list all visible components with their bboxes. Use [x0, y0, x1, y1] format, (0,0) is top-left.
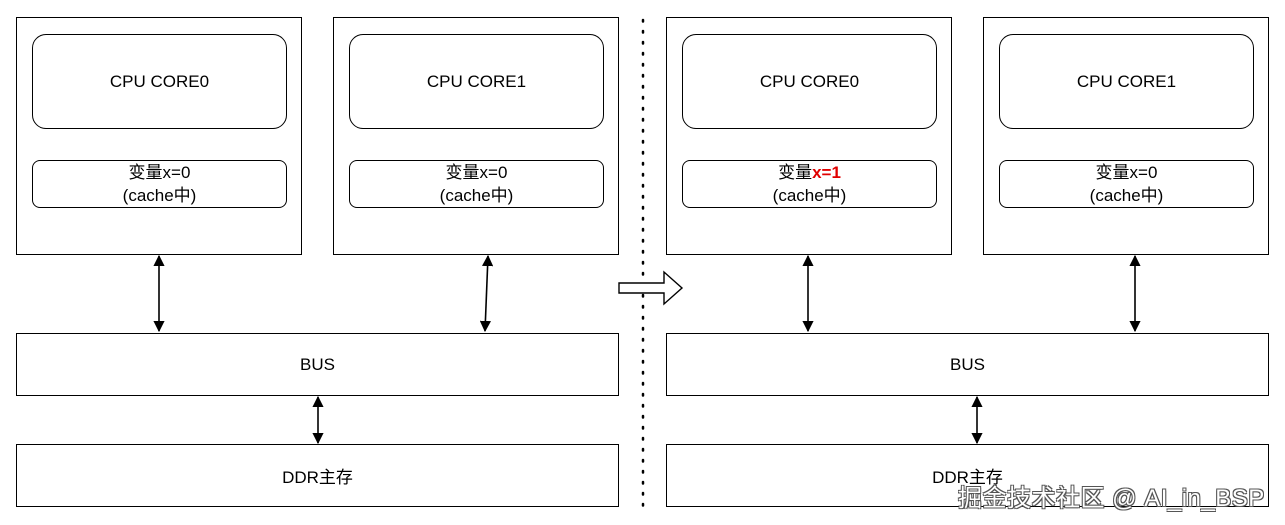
right-core0-cache: 变量x=1 (cache中) [682, 160, 937, 208]
left-ddr-label: DDR主存 [282, 468, 353, 487]
right-core0-cache-prefix: 变量 [778, 163, 813, 182]
left-cpu-core0: CPU CORE0 [32, 34, 287, 129]
left-core1-cache: 变量x=0 (cache中) [349, 160, 604, 208]
left-bus: BUS [16, 333, 619, 396]
left-core0-cache: 变量x=0 (cache中) [32, 160, 287, 208]
right-core0-cache-highlight: x=1 [812, 163, 841, 182]
left-bus-label: BUS [300, 354, 335, 374]
right-core0-cache-var: 变量x=1 [778, 161, 841, 184]
right-cpu-core0: CPU CORE0 [682, 34, 937, 129]
left-ddr: DDR主存 [16, 444, 619, 507]
right-cpu-core1: CPU CORE1 [999, 34, 1254, 129]
right-bus-label: BUS [950, 354, 985, 374]
right-cpu-core1-label: CPU CORE1 [1076, 71, 1177, 91]
transition-arrow-icon [618, 270, 684, 306]
watermark-text: 掘金技术社区 @ AI_in_BSP [958, 485, 1265, 512]
right-core0-cache-note: (cache中) [772, 186, 847, 205]
left-core1-cache-note: (cache中) [439, 186, 514, 205]
left-cpu-core1: CPU CORE1 [349, 34, 604, 129]
left-cpu-core0-label: CPU CORE0 [109, 71, 210, 91]
right-ddr: DDR主存 [666, 444, 1269, 507]
right-bus: BUS [666, 333, 1269, 396]
left-core0-cache-note: (cache中) [122, 186, 197, 205]
right-cpu-core0-label: CPU CORE0 [759, 71, 860, 91]
left-core1-bus-arrow [479, 254, 494, 333]
right-core1-cache: 变量x=0 (cache中) [999, 160, 1254, 208]
right-core1-cache-var: 变量x=0 [1095, 163, 1158, 182]
right-ddr-label: DDR主存 [932, 468, 1003, 487]
left-cpu-core1-label: CPU CORE1 [426, 71, 527, 91]
right-core1-cache-note: (cache中) [1089, 186, 1164, 205]
left-core0-cache-var: 变量x=0 [128, 163, 191, 182]
left-core1-cache-var: 变量x=0 [445, 163, 508, 182]
